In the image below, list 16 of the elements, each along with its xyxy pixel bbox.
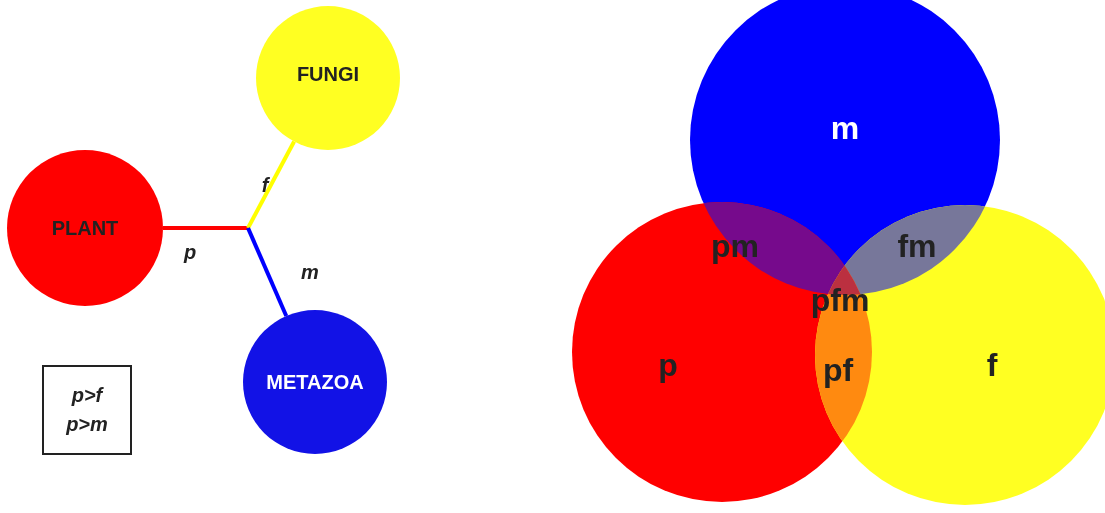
circle-label: FUNGI xyxy=(296,62,360,86)
branch-line xyxy=(246,227,289,317)
circle-label: p xyxy=(658,346,678,384)
region-label: fm xyxy=(897,227,937,265)
edge-label: m xyxy=(301,260,319,284)
circle-label: m xyxy=(830,109,860,147)
circle-label: METAZOA xyxy=(266,370,364,394)
edge-label: p xyxy=(183,240,197,264)
note-box xyxy=(42,365,132,455)
branch-line xyxy=(246,140,296,229)
circle-label: f xyxy=(986,346,998,384)
branch-line xyxy=(163,226,248,230)
note-text: p>f p>m xyxy=(65,383,109,437)
edge-label: f xyxy=(261,173,269,197)
region-label: pf xyxy=(822,351,854,389)
circle-label: PLANT xyxy=(51,216,119,240)
